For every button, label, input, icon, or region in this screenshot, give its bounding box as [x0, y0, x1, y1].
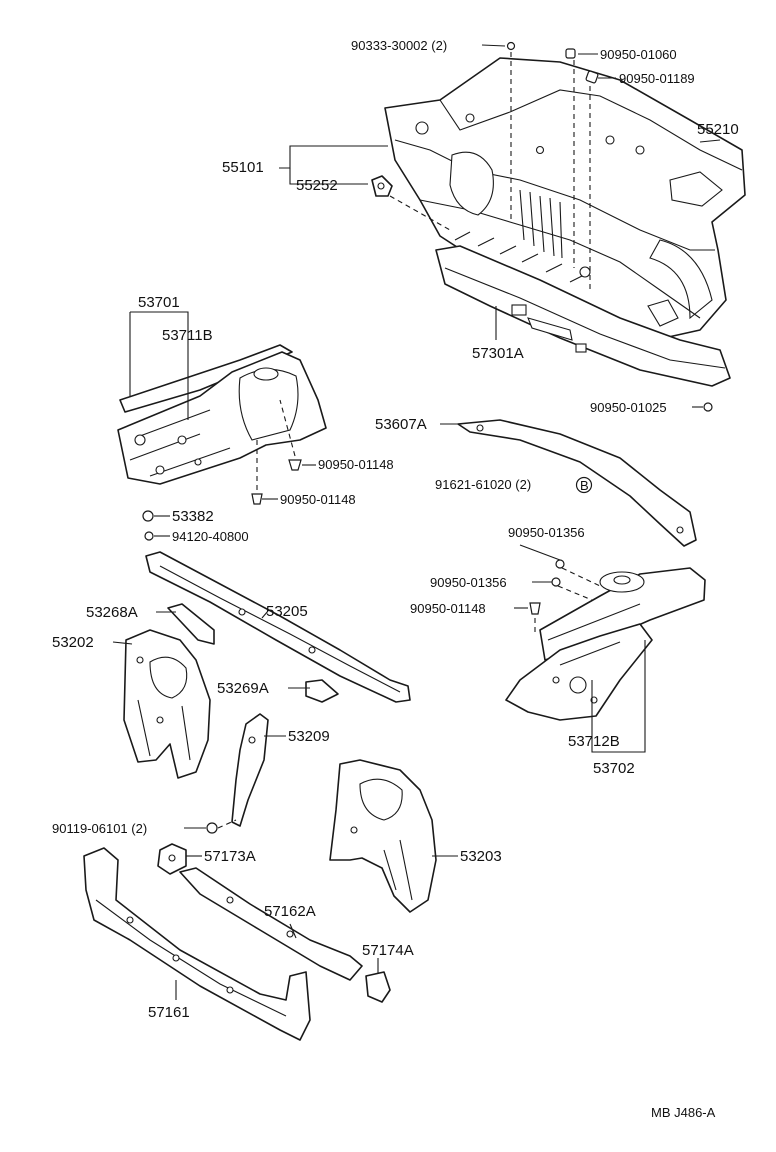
label-53203[interactable]: 53203 [460, 848, 502, 865]
part-labels: 90333-30002 (2) 90950-01060 90950-01189 … [52, 38, 739, 1120]
label-53205[interactable]: 53205 [266, 603, 308, 620]
label-57301A[interactable]: 57301A [472, 345, 524, 362]
fastener-90950-01356-b[interactable] [551, 577, 561, 587]
fastener-90950-01356-a[interactable] [555, 559, 565, 569]
side-panel-53202-part[interactable] [123, 629, 211, 779]
cross-member-57161-part[interactable] [83, 847, 311, 1041]
label-91621-61020[interactable]: 91621-61020 (2) [435, 477, 531, 492]
label-90950-01189[interactable]: 90950-01189 [619, 71, 695, 86]
bracket-53269A-part[interactable] [305, 679, 339, 703]
label-53382[interactable]: 53382 [172, 508, 214, 525]
label-57174A[interactable]: 57174A [362, 942, 414, 959]
fastener-90950-01025[interactable] [703, 402, 713, 412]
leader-lines [112, 44, 721, 1000]
side-panel-53203-part[interactable] [329, 759, 437, 913]
label-53209[interactable]: 53209 [288, 728, 330, 745]
fastener-90333-30002[interactable] [506, 41, 516, 51]
bracket-53268A-part[interactable] [167, 603, 215, 645]
label-55252[interactable]: 55252 [296, 177, 338, 194]
label-53269A[interactable]: 53269A [217, 680, 269, 697]
fastener-94120-40800[interactable] [144, 531, 154, 541]
label-53268A[interactable]: 53268A [86, 604, 138, 621]
label-57173A[interactable]: 57173A [204, 848, 256, 865]
assembly-lines [217, 52, 601, 829]
front-apron-right-part[interactable] [505, 567, 706, 721]
label-90950-01148-c[interactable]: 90950-01148 [410, 601, 486, 616]
brace-53607A-part[interactable] [457, 419, 697, 547]
fastener-90119-06101[interactable] [206, 822, 218, 834]
label-53712B[interactable]: 53712B [568, 733, 620, 750]
label-53202[interactable]: 53202 [52, 634, 94, 651]
label-90119-06101[interactable]: 90119-06101 (2) [52, 821, 147, 836]
fastener-90950-01060[interactable] [565, 48, 576, 59]
bracket-57174A-part[interactable] [365, 971, 391, 1003]
brace-53209-part[interactable] [231, 713, 269, 827]
mark-b-letter: B [580, 478, 589, 493]
label-53711B[interactable]: 53711B [162, 327, 213, 344]
fastener-53382[interactable] [142, 510, 154, 522]
label-55210[interactable]: 55210 [697, 121, 739, 138]
front-apron-left-part[interactable] [117, 344, 327, 485]
label-90950-01356-b[interactable]: 90950-01356 [430, 575, 507, 590]
label-57162A[interactable]: 57162A [264, 903, 316, 920]
label-90950-01060[interactable]: 90950-01060 [600, 47, 677, 62]
label-94120-40800[interactable]: 94120-40800 [172, 529, 249, 544]
reference-code: MB J486-A [651, 1105, 716, 1120]
bracket-55252-part[interactable] [371, 175, 393, 197]
fastener-90950-01148-c[interactable] [529, 602, 541, 615]
fastener-90950-01148-b[interactable] [251, 493, 263, 505]
label-53701[interactable]: 53701 [138, 294, 180, 311]
label-90950-01148-a[interactable]: 90950-01148 [318, 457, 394, 472]
label-90950-01148-b[interactable]: 90950-01148 [280, 492, 356, 507]
support-53205-part[interactable] [145, 551, 411, 703]
label-90950-01356-a[interactable]: 90950-01356 [508, 525, 585, 540]
label-57161[interactable]: 57161 [148, 1004, 190, 1021]
label-55101[interactable]: 55101 [222, 159, 264, 176]
label-53607A[interactable]: 53607A [375, 416, 427, 433]
brace-57162A-part[interactable] [179, 867, 363, 981]
cross-member-57301A-part[interactable] [435, 245, 731, 387]
fastener-90950-01148-a[interactable] [288, 459, 302, 471]
fasteners [142, 41, 713, 834]
bracket-57173A-part[interactable] [157, 843, 187, 875]
dash-panel-part[interactable] [384, 57, 746, 341]
label-90950-01025[interactable]: 90950-01025 [590, 400, 667, 415]
label-53702[interactable]: 53702 [593, 760, 635, 777]
label-90333-30002[interactable]: 90333-30002 (2) [351, 38, 447, 53]
fastener-90950-01189[interactable] [585, 70, 599, 84]
mark-b-circle [575, 476, 593, 494]
